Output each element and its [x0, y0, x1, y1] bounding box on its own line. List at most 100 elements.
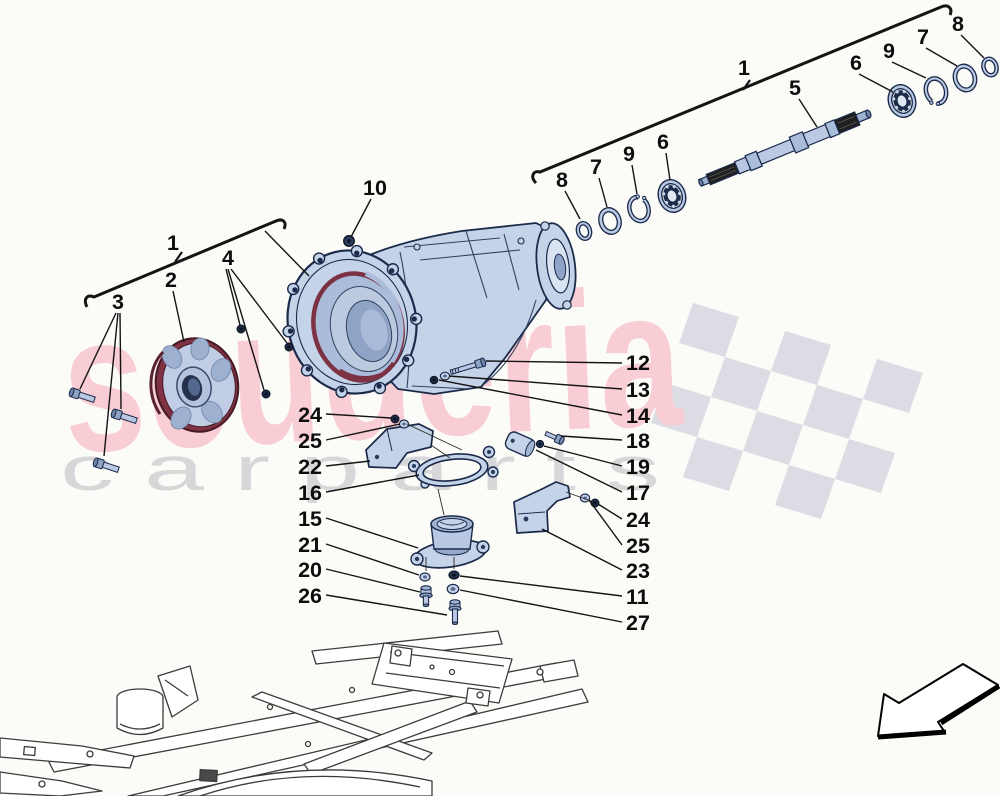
callout-26: 26: [298, 584, 322, 608]
callout-20: 20: [298, 558, 322, 582]
tail-lug: [562, 300, 572, 310]
bracket-part23: [513, 481, 571, 534]
chassis-end-block: [539, 659, 579, 683]
chassis-drum-body: [116, 697, 164, 736]
chassis-diff-arc: [177, 769, 433, 796]
checker-cell: [679, 303, 739, 357]
damper-part17: [504, 431, 536, 457]
bearing-ball: [892, 97, 896, 101]
callout-2: 2: [165, 268, 177, 292]
bolt-part12: [449, 357, 487, 375]
bearing-ball: [901, 109, 906, 113]
checker-cell: [743, 411, 803, 465]
callout-27: 27: [626, 611, 650, 635]
washer-part21: [419, 572, 431, 582]
bell-lug-hole: [403, 356, 410, 362]
bearing-ball: [672, 185, 676, 189]
snap-ring-part9: [627, 192, 651, 224]
nuts-part4: [236, 324, 294, 399]
callout-14: 14: [626, 404, 650, 428]
chassis-gusset: [157, 665, 199, 718]
nut-part10: [343, 235, 355, 247]
ring-part8: [575, 221, 593, 241]
bearing-ball: [678, 191, 682, 196]
checker-flag-watermark: [651, 303, 923, 519]
bolt-part18: [544, 430, 565, 445]
callout-13: 13: [626, 378, 650, 402]
checker-cell: [711, 357, 771, 411]
bell-lug-hole: [411, 316, 417, 322]
mount-part15: [410, 515, 490, 569]
callout-11: 11: [626, 585, 649, 609]
nut-part11: [448, 570, 460, 580]
callout-25: 25: [298, 429, 322, 453]
bell-lug-hole: [339, 387, 345, 393]
callout-7: 7: [590, 155, 602, 179]
callout-19: 19: [626, 455, 650, 479]
checker-cell: [863, 359, 923, 413]
checker-cell: [803, 385, 863, 439]
ring-part7: [598, 207, 622, 235]
chassis-frame: [0, 630, 589, 796]
bearing-ball: [894, 105, 899, 110]
nut-part24: [590, 498, 600, 508]
callout-7: 7: [917, 25, 929, 49]
output-shaft-part5: [697, 109, 872, 188]
callout-9: 9: [623, 142, 635, 166]
bell-flange-inner-edge: [295, 258, 409, 386]
checker-cell: [771, 331, 831, 385]
callout-6: 6: [850, 51, 862, 75]
snap-ring-part9: [923, 76, 949, 109]
washer-part27: [446, 583, 460, 595]
bearing-ball: [907, 105, 911, 109]
callout-1: 1: [167, 231, 179, 255]
callout-3: 3: [112, 290, 124, 314]
callout-12: 12: [626, 351, 650, 375]
transmission-housing: [282, 221, 577, 399]
bearing-ball: [908, 96, 912, 101]
checker-cell: [651, 383, 711, 437]
chassis-lower-arm: [0, 771, 103, 796]
bearing-part6: [887, 84, 917, 118]
callout-4: 4: [222, 246, 234, 270]
bell-lug-hole: [376, 383, 382, 389]
bell-lug-hole: [317, 257, 323, 264]
bell-lug-hole: [354, 250, 360, 256]
bearing-ball: [664, 200, 669, 205]
bell-flange-lugs: [282, 244, 423, 399]
nut-part24: [390, 414, 400, 424]
callout-18: 18: [626, 429, 650, 453]
bracket-line-right: [531, 4, 953, 185]
ring-part7: [952, 63, 978, 93]
callout-24: 24: [298, 403, 322, 427]
callout-17: 17: [626, 481, 650, 505]
bracket-line-left: [83, 218, 287, 308]
leader-lines: [79, 34, 985, 623]
bearing-ball: [662, 192, 666, 196]
direction-arrow-icon: [877, 663, 1000, 740]
bolts-part3: [68, 387, 138, 474]
chassis-block: [389, 645, 413, 667]
callout-9: 9: [883, 39, 895, 63]
bell-lug-hole: [287, 328, 294, 334]
callout-15: 15: [298, 507, 322, 531]
bolt-part20: [419, 585, 433, 607]
callout-6: 6: [657, 130, 669, 154]
callout-16: 16: [298, 481, 322, 505]
callout-10: 10: [363, 176, 387, 200]
bell-lug-hole: [305, 366, 311, 372]
nut-part14: [429, 375, 439, 385]
tail-lug: [540, 221, 550, 231]
bolt-part26: [448, 599, 462, 626]
callout-21: 21: [298, 533, 322, 557]
bell-lug-hole: [388, 268, 395, 274]
bearing-part6: [657, 179, 687, 213]
bearing-ball: [902, 90, 906, 94]
callout-24: 24: [626, 508, 650, 532]
callout-1: 1: [738, 56, 750, 80]
assembly-axis-lines: [406, 423, 592, 571]
nut-part19: [535, 439, 545, 449]
group-brackets: [83, 4, 953, 308]
